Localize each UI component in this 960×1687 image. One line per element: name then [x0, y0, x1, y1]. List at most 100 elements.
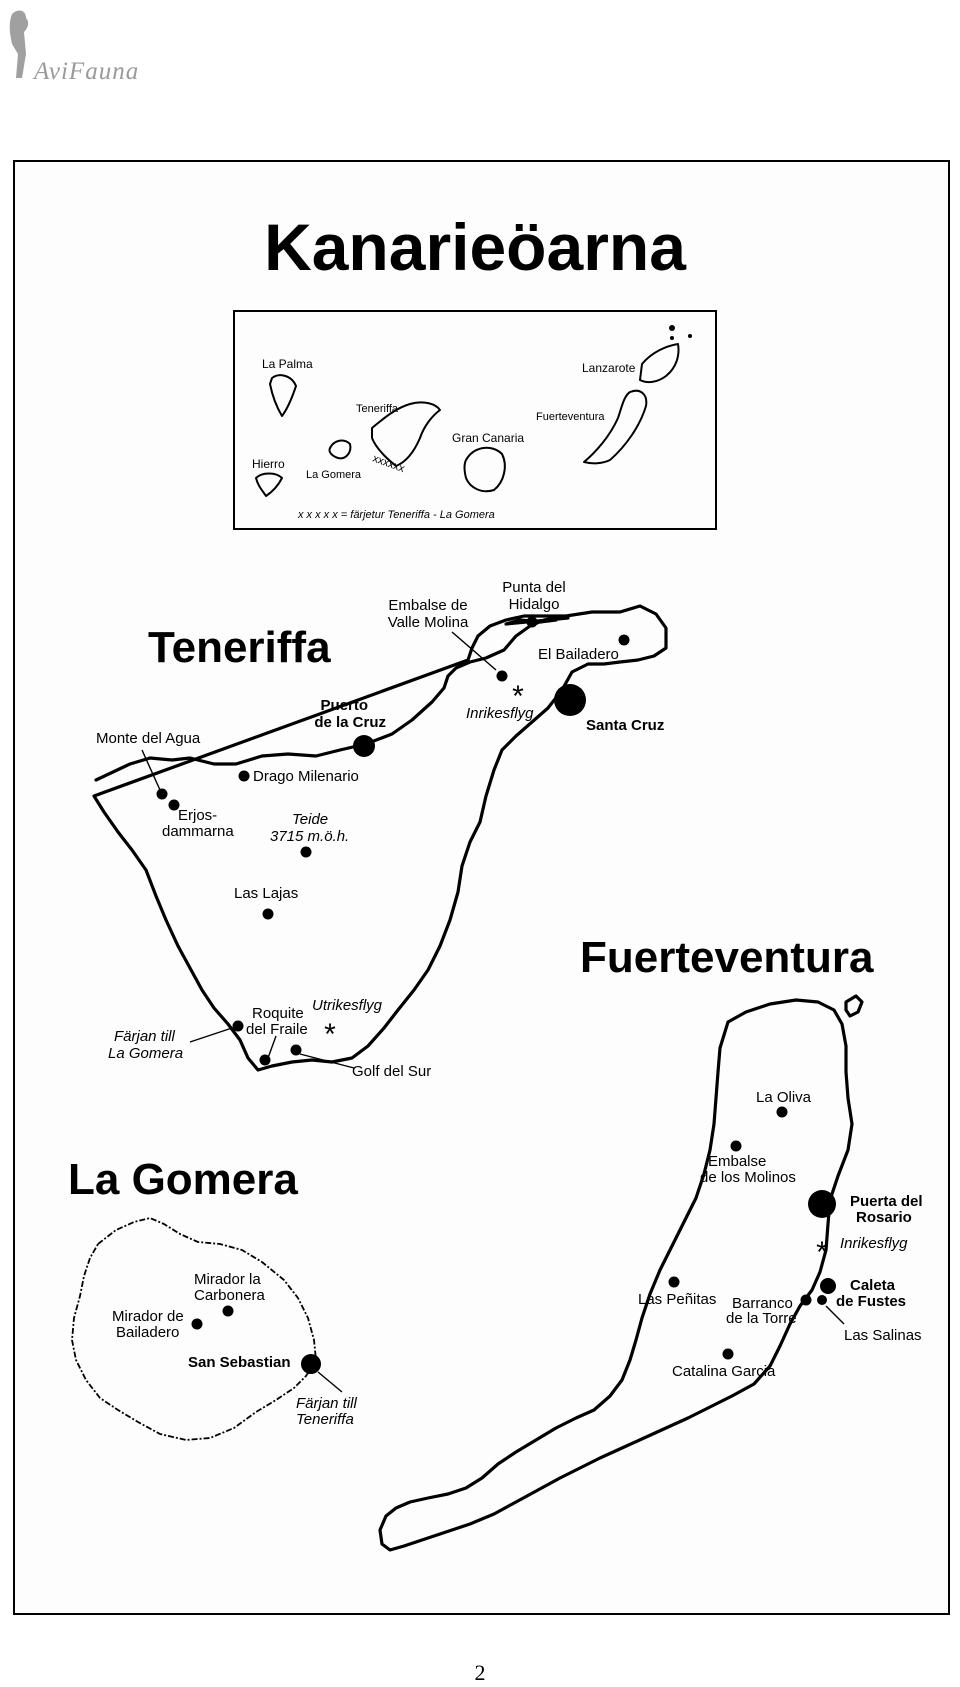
avifauna-logo: AviFauna	[4, 4, 204, 85]
monte-del-agua-label: Monte del Agua	[96, 730, 201, 747]
inset-islet	[669, 325, 675, 331]
inset-label-fuerteventura: Fuerteventura	[536, 411, 605, 423]
tenerife-title: Teneriffa	[148, 623, 331, 672]
utrikesflyg-label: Utrikesflyg	[312, 997, 383, 1014]
monte-del-agua-leader	[141, 749, 161, 791]
map-title: Kanarieöarna	[264, 210, 687, 284]
inrikesflyg-label: Inrikesflyg	[466, 705, 534, 722]
embalse-molinos-marker	[730, 1140, 742, 1152]
inset-fuerteventura	[583, 389, 648, 465]
inset-label-gran-canaria: Gran Canaria	[452, 431, 524, 445]
puerta-del-rosario-marker	[808, 1190, 836, 1218]
mirador-bailadero-marker	[191, 1318, 203, 1330]
drago-milenario-marker	[238, 770, 250, 782]
golf-del-sur-leader	[299, 1053, 355, 1069]
airport-asterisk-icon: *	[324, 1018, 336, 1051]
puerto-de-la-cruz-label-1: Puerto	[320, 697, 368, 714]
embalse-valle-molina-leader	[451, 631, 497, 671]
embalse-valle-molina-marker	[496, 670, 508, 682]
la-gomera-island: La Gomera Mirador la Carbonera Mirador d…	[68, 1155, 358, 1441]
embalse-valle-molina-label-1: Embalse de	[388, 597, 467, 614]
inset-label-hierro: Hierro	[252, 457, 285, 471]
ferry-gomera-label-1: Färjan till	[296, 1395, 358, 1412]
caleta-de-fustes-label-2: de Fustes	[836, 1293, 906, 1310]
puerto-de-la-cruz-label-2: de la Cruz	[314, 714, 386, 731]
airport-asterisk-icon: *	[816, 1236, 828, 1269]
tenerife-island: Teneriffa Punta del Hidalgo Embalse de V…	[92, 579, 668, 1080]
inset-label-tenerife: Teneriffa	[356, 403, 399, 415]
el-bailadero-marker	[618, 634, 630, 646]
las-salinas-marker	[817, 1295, 827, 1305]
embalse-molinos-label-2: de los Molinos	[700, 1169, 796, 1186]
barranco-de-la-torre-label-2: de la Torre	[726, 1310, 797, 1327]
santa-cruz-marker	[554, 684, 586, 716]
teide-label-2: 3715 m.ö.h.	[270, 828, 349, 845]
puerto-de-la-cruz-marker	[353, 735, 375, 757]
la-gomera-coastline	[71, 1217, 317, 1441]
ferry-tenerife-marker	[232, 1020, 244, 1032]
monte-del-agua-marker	[156, 788, 168, 800]
roquite-del-fraile-leader	[267, 1035, 277, 1059]
inset-islet	[688, 334, 692, 338]
caleta-de-fustes-marker	[820, 1278, 836, 1294]
embalse-valle-molina-label-2: Valle Molina	[388, 614, 469, 631]
las-salinas-leader	[825, 1305, 845, 1325]
el-bailadero-label: El Bailadero	[538, 646, 619, 663]
inset-ferry-marker: xxxxxx	[371, 453, 407, 476]
inset-border	[233, 310, 717, 530]
inset-map: xxxxxx La Palma Teneriffa Lanzarote Fuer…	[233, 310, 717, 530]
roquite-del-fraile-label-1: Roquite	[252, 1005, 304, 1022]
inset-lanzarote	[639, 343, 680, 384]
ferry-tenerife-leader	[189, 1027, 233, 1043]
punta-del-hidalgo-marker	[526, 616, 538, 628]
fuerteventura-island: Fuerteventura La Oliva Embalse de los Mo…	[378, 933, 923, 1552]
inrikesflyg-fv-label: Inrikesflyg	[840, 1235, 908, 1252]
mirador-bailadero-label-1: Mirador de	[112, 1308, 184, 1325]
santa-cruz-label: Santa Cruz	[586, 717, 664, 734]
ferry-tenerife-label-2: La Gomera	[108, 1045, 183, 1062]
embalse-molinos-label-1: Embalse	[708, 1153, 766, 1170]
las-penitas-marker	[668, 1276, 680, 1288]
fuerteventura-title: Fuerteventura	[580, 933, 874, 982]
catalina-garcia-marker	[722, 1348, 734, 1360]
catalina-garcia-label: Catalina Garcia	[672, 1363, 776, 1380]
barranco-de-la-torre-marker	[800, 1294, 812, 1306]
las-penitas-label: Las Peñitas	[638, 1291, 716, 1308]
tenerife-coastline	[92, 604, 668, 1072]
inset-label-la-gomera: La Gomera	[306, 469, 362, 481]
inset-label-lanzarote: Lanzarote	[582, 361, 636, 375]
ferry-gomera-label-2: Teneriffa	[296, 1411, 354, 1428]
teide-marker	[300, 846, 312, 858]
inset-hierro	[255, 472, 283, 497]
ferry-tenerife-label-1: Färjan till	[114, 1028, 176, 1045]
fuerteventura-coastline	[378, 998, 854, 1552]
erjosdammarna-label-2: dammarna	[162, 823, 234, 840]
la-oliva-marker	[776, 1106, 788, 1118]
inset-label-la-palma: La Palma	[262, 357, 313, 371]
teide-label-1: Teide	[292, 811, 328, 828]
inset-legend: x x x x x = färjetur Teneriffa - La Gome…	[297, 509, 495, 521]
inset-gomera	[328, 439, 352, 460]
san-sebastian-label: San Sebastian	[188, 1354, 291, 1371]
inset-la-palma	[269, 374, 297, 417]
puerta-del-rosario-label-1: Puerta del	[850, 1193, 923, 1210]
las-lajas-marker	[262, 908, 274, 920]
ferry-gomera-leader	[317, 1371, 343, 1393]
mirador-carbonera-label-1: Mirador la	[194, 1271, 261, 1288]
san-sebastian-marker	[301, 1354, 321, 1374]
map-frame	[13, 160, 950, 1615]
inset-islet	[670, 336, 674, 340]
roquite-del-fraile-marker	[259, 1054, 271, 1066]
barranco-de-la-torre-label-1: Barranco	[732, 1295, 793, 1312]
mirador-bailadero-label-2: Bailadero	[116, 1324, 179, 1341]
punta-del-hidalgo-label-1: Punta del	[502, 579, 565, 596]
mirador-carbonera-marker	[222, 1305, 234, 1317]
la-gomera-title: La Gomera	[68, 1155, 298, 1204]
las-lajas-label: Las Lajas	[234, 885, 298, 902]
inset-gran-canaria	[463, 446, 506, 493]
la-oliva-label: La Oliva	[756, 1089, 812, 1106]
drago-milenario-label: Drago Milenario	[253, 768, 359, 785]
caleta-de-fustes-label-1: Caleta	[850, 1277, 896, 1294]
roquite-del-fraile-label-2: del Fraile	[246, 1021, 308, 1038]
